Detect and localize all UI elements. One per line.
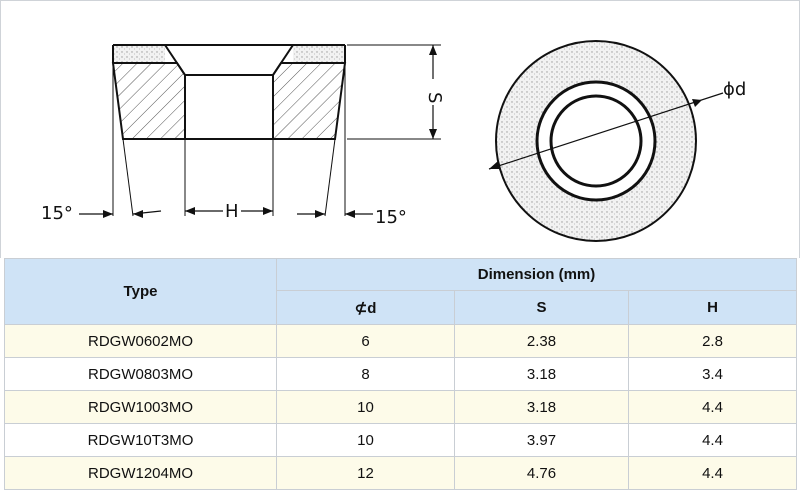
h-header: H — [627, 290, 798, 325]
table-row: RDGW1003MO 10 3.18 4.4 — [4, 390, 798, 424]
top-view: ϕd — [488, 40, 746, 242]
dimension-table: Type Dimension (mm) ⊄d S H RDGW0602MO 6 … — [4, 258, 798, 490]
d-cell: 10 — [276, 423, 455, 457]
s-cell: 4.76 — [454, 456, 629, 490]
insert-drawing-svg: 15° H 15° S ϕd — [41, 40, 746, 242]
d-cell: 12 — [276, 456, 455, 490]
h-cell: 2.8 — [627, 324, 798, 358]
angle-left-label: 15° — [41, 203, 73, 224]
coating-right — [293, 45, 345, 63]
s-cell: 2.38 — [454, 324, 629, 358]
angle-right-label: 15° — [375, 207, 407, 228]
h-cell: 4.4 — [627, 456, 798, 490]
d-cell: 10 — [276, 390, 455, 424]
type-cell: RDGW1204MO — [4, 456, 277, 490]
table-row: RDGW0602MO 6 2.38 2.8 — [4, 324, 798, 358]
diameter-leader — [488, 92, 724, 170]
type-cell: RDGW0602MO — [4, 324, 277, 358]
d-cell: 8 — [276, 357, 455, 391]
coating-left — [113, 45, 165, 63]
d-cell: 6 — [276, 324, 455, 358]
section-right — [272, 62, 347, 140]
h-cell: 4.4 — [627, 423, 798, 457]
h-label: H — [225, 201, 239, 222]
h-cell: 4.4 — [627, 390, 798, 424]
table-row: RDGW1204MO 12 4.76 4.4 — [4, 456, 798, 490]
d-label: ϕd — [723, 79, 746, 100]
type-header: Type — [4, 258, 277, 325]
d-header: ⊄d — [276, 290, 455, 325]
h-cell: 3.4 — [627, 357, 798, 391]
s-label: S — [424, 92, 445, 103]
type-cell: RDGW10T3MO — [4, 423, 277, 457]
s-cell: 3.97 — [454, 423, 629, 457]
s-cell: 3.18 — [454, 390, 629, 424]
s-header: S — [454, 290, 629, 325]
s-cell: 3.18 — [454, 357, 629, 391]
dimension-header: Dimension (mm) — [275, 258, 798, 291]
table-row: RDGW0803MO 8 3.18 3.4 — [4, 357, 798, 391]
side-view: 15° H 15° S — [41, 44, 445, 228]
technical-drawing: 15° H 15° S ϕd — [0, 0, 800, 258]
table-row: RDGW10T3MO 10 3.97 4.4 — [4, 423, 798, 457]
type-cell: RDGW0803MO — [4, 357, 277, 391]
hole-circle — [549, 94, 643, 188]
section-left — [111, 62, 186, 140]
type-cell: RDGW1003MO — [4, 390, 277, 424]
